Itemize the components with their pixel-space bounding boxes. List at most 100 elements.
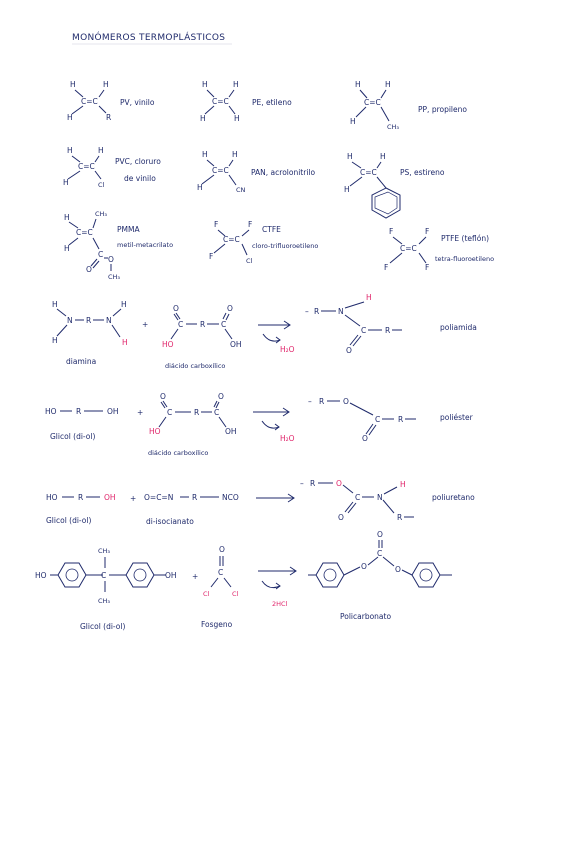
svg-text:C: C	[221, 320, 226, 329]
reaction2-product: poliéster	[440, 413, 474, 422]
reaction2-arrow	[253, 407, 290, 431]
reaction4-reactant1: Glicol (di-ol)	[80, 622, 125, 631]
ctfe-label-2: cloro-trifluoroetileno	[252, 242, 318, 250]
page-title: MONÓMEROS TERMOPLÁSTICOS	[72, 31, 225, 43]
svg-text:F: F	[389, 227, 393, 236]
svg-text:N: N	[106, 316, 112, 325]
svg-text:Cl: Cl	[232, 590, 239, 598]
reaction3-arrow	[256, 493, 295, 503]
svg-text:–: –	[300, 479, 304, 488]
polyurethane-structure: – R O C N H O R	[300, 479, 414, 522]
svg-text:H: H	[197, 183, 203, 192]
svg-text:OH: OH	[225, 427, 237, 436]
pvc-label: PVC, cloruro	[115, 157, 161, 166]
polycarbonate-structure: O C O O	[308, 530, 452, 588]
svg-text:–: –	[308, 397, 312, 406]
svg-text:R: R	[192, 493, 197, 502]
svg-text:+: +	[192, 572, 198, 581]
svg-text:CH₃: CH₃	[98, 597, 110, 605]
svg-text:N: N	[377, 493, 383, 502]
svg-text:H: H	[67, 146, 73, 155]
reaction2-reactant1: Glicol (di-ol)	[50, 432, 95, 441]
pan-label: PAN, acrolonitrilo	[251, 168, 315, 177]
reaction3-reactant1: Glicol (di-ol)	[46, 516, 91, 525]
svg-text:O: O	[160, 392, 166, 401]
svg-text:H: H	[350, 117, 356, 126]
svg-text:C=C: C=C	[81, 97, 98, 106]
pmma-label-2: metil-metacrilato	[117, 241, 173, 249]
svg-text:R: R	[314, 307, 319, 316]
svg-text:R: R	[385, 326, 390, 335]
reaction1-reactant2: diácido carboxílico	[165, 362, 225, 370]
svg-text:C: C	[355, 493, 360, 502]
svg-text:H: H	[202, 150, 208, 159]
svg-text:C=C: C=C	[212, 97, 229, 106]
svg-text:F: F	[214, 220, 218, 229]
svg-text:C: C	[178, 320, 183, 329]
svg-text:CH₃: CH₃	[95, 210, 107, 218]
svg-text:H: H	[233, 80, 239, 89]
svg-text:H: H	[200, 114, 206, 123]
svg-text:F: F	[209, 252, 213, 261]
polyester-structure: – R O C R O	[308, 397, 416, 443]
svg-text:H: H	[121, 300, 127, 309]
svg-text:H: H	[63, 178, 69, 187]
ps-label: PS, estireno	[400, 168, 445, 177]
svg-text:C=C: C=C	[212, 166, 229, 175]
svg-text:F: F	[425, 263, 429, 272]
svg-text:O: O	[227, 304, 233, 313]
svg-text:CH₃: CH₃	[108, 273, 120, 281]
svg-text:H: H	[366, 293, 372, 302]
reaction4-byproduct: 2HCl	[272, 600, 288, 608]
svg-text:R: R	[310, 479, 315, 488]
pvc-structure: H H C=C H Cl	[63, 146, 105, 189]
svg-text:O: O	[362, 434, 368, 443]
svg-text:O: O	[343, 397, 349, 406]
reaction2-reactant2: diácido carboxílico	[148, 449, 208, 457]
svg-text:R: R	[76, 407, 81, 416]
pv-structure: H H C=C H R	[67, 80, 111, 122]
pmma-label: PMMA	[117, 225, 140, 234]
svg-text:C: C	[375, 415, 380, 424]
diol-structure-1: HO R OH	[45, 407, 119, 416]
svg-text:H: H	[64, 244, 70, 253]
ptfe-structure: F F C=C F F	[384, 227, 429, 272]
svg-text:H: H	[70, 80, 76, 89]
reaction1-byproduct: H₂O	[280, 345, 295, 354]
svg-text:H: H	[234, 114, 240, 123]
svg-text:O: O	[86, 265, 92, 274]
svg-text:R: R	[319, 397, 324, 406]
svg-text:Cl: Cl	[98, 181, 105, 189]
svg-text:O: O	[336, 479, 342, 488]
svg-text:H: H	[52, 336, 58, 345]
diacid-structure-1: O O C R C HO OH	[162, 304, 242, 349]
svg-text:O: O	[338, 513, 344, 522]
svg-text:O: O	[361, 562, 367, 571]
polyamide-structure: – R N H C R O	[305, 293, 402, 355]
svg-text:R: R	[398, 415, 403, 424]
svg-text:H: H	[385, 80, 391, 89]
bisphenol-structure: HO C CH₃ CH₃ OH	[35, 547, 177, 605]
pp-structure: H H C=C H CH₃	[350, 80, 399, 131]
svg-text:O=C=N: O=C=N	[144, 493, 173, 502]
svg-text:H: H	[355, 80, 361, 89]
svg-text:R: R	[200, 320, 205, 329]
reaction1-arrow	[258, 320, 291, 344]
svg-text:HO: HO	[35, 571, 47, 580]
svg-text:C: C	[361, 326, 366, 335]
svg-text:N: N	[67, 316, 73, 325]
svg-text:C=C: C=C	[223, 235, 240, 244]
reaction3-reactant2: di-isocianato	[146, 517, 194, 526]
svg-text:R: R	[78, 493, 83, 502]
svg-text:H: H	[344, 185, 350, 194]
svg-text:C: C	[98, 250, 103, 259]
svg-text:C: C	[218, 568, 223, 577]
svg-text:H: H	[347, 152, 353, 161]
svg-text:H: H	[67, 113, 73, 122]
svg-text:HO: HO	[162, 340, 174, 349]
svg-text:R: R	[86, 316, 91, 325]
reaction4-product: Policarbonato	[340, 612, 391, 621]
ctfe-label: CTFE	[262, 225, 281, 234]
ps-structure: H H C=C H	[344, 152, 401, 219]
